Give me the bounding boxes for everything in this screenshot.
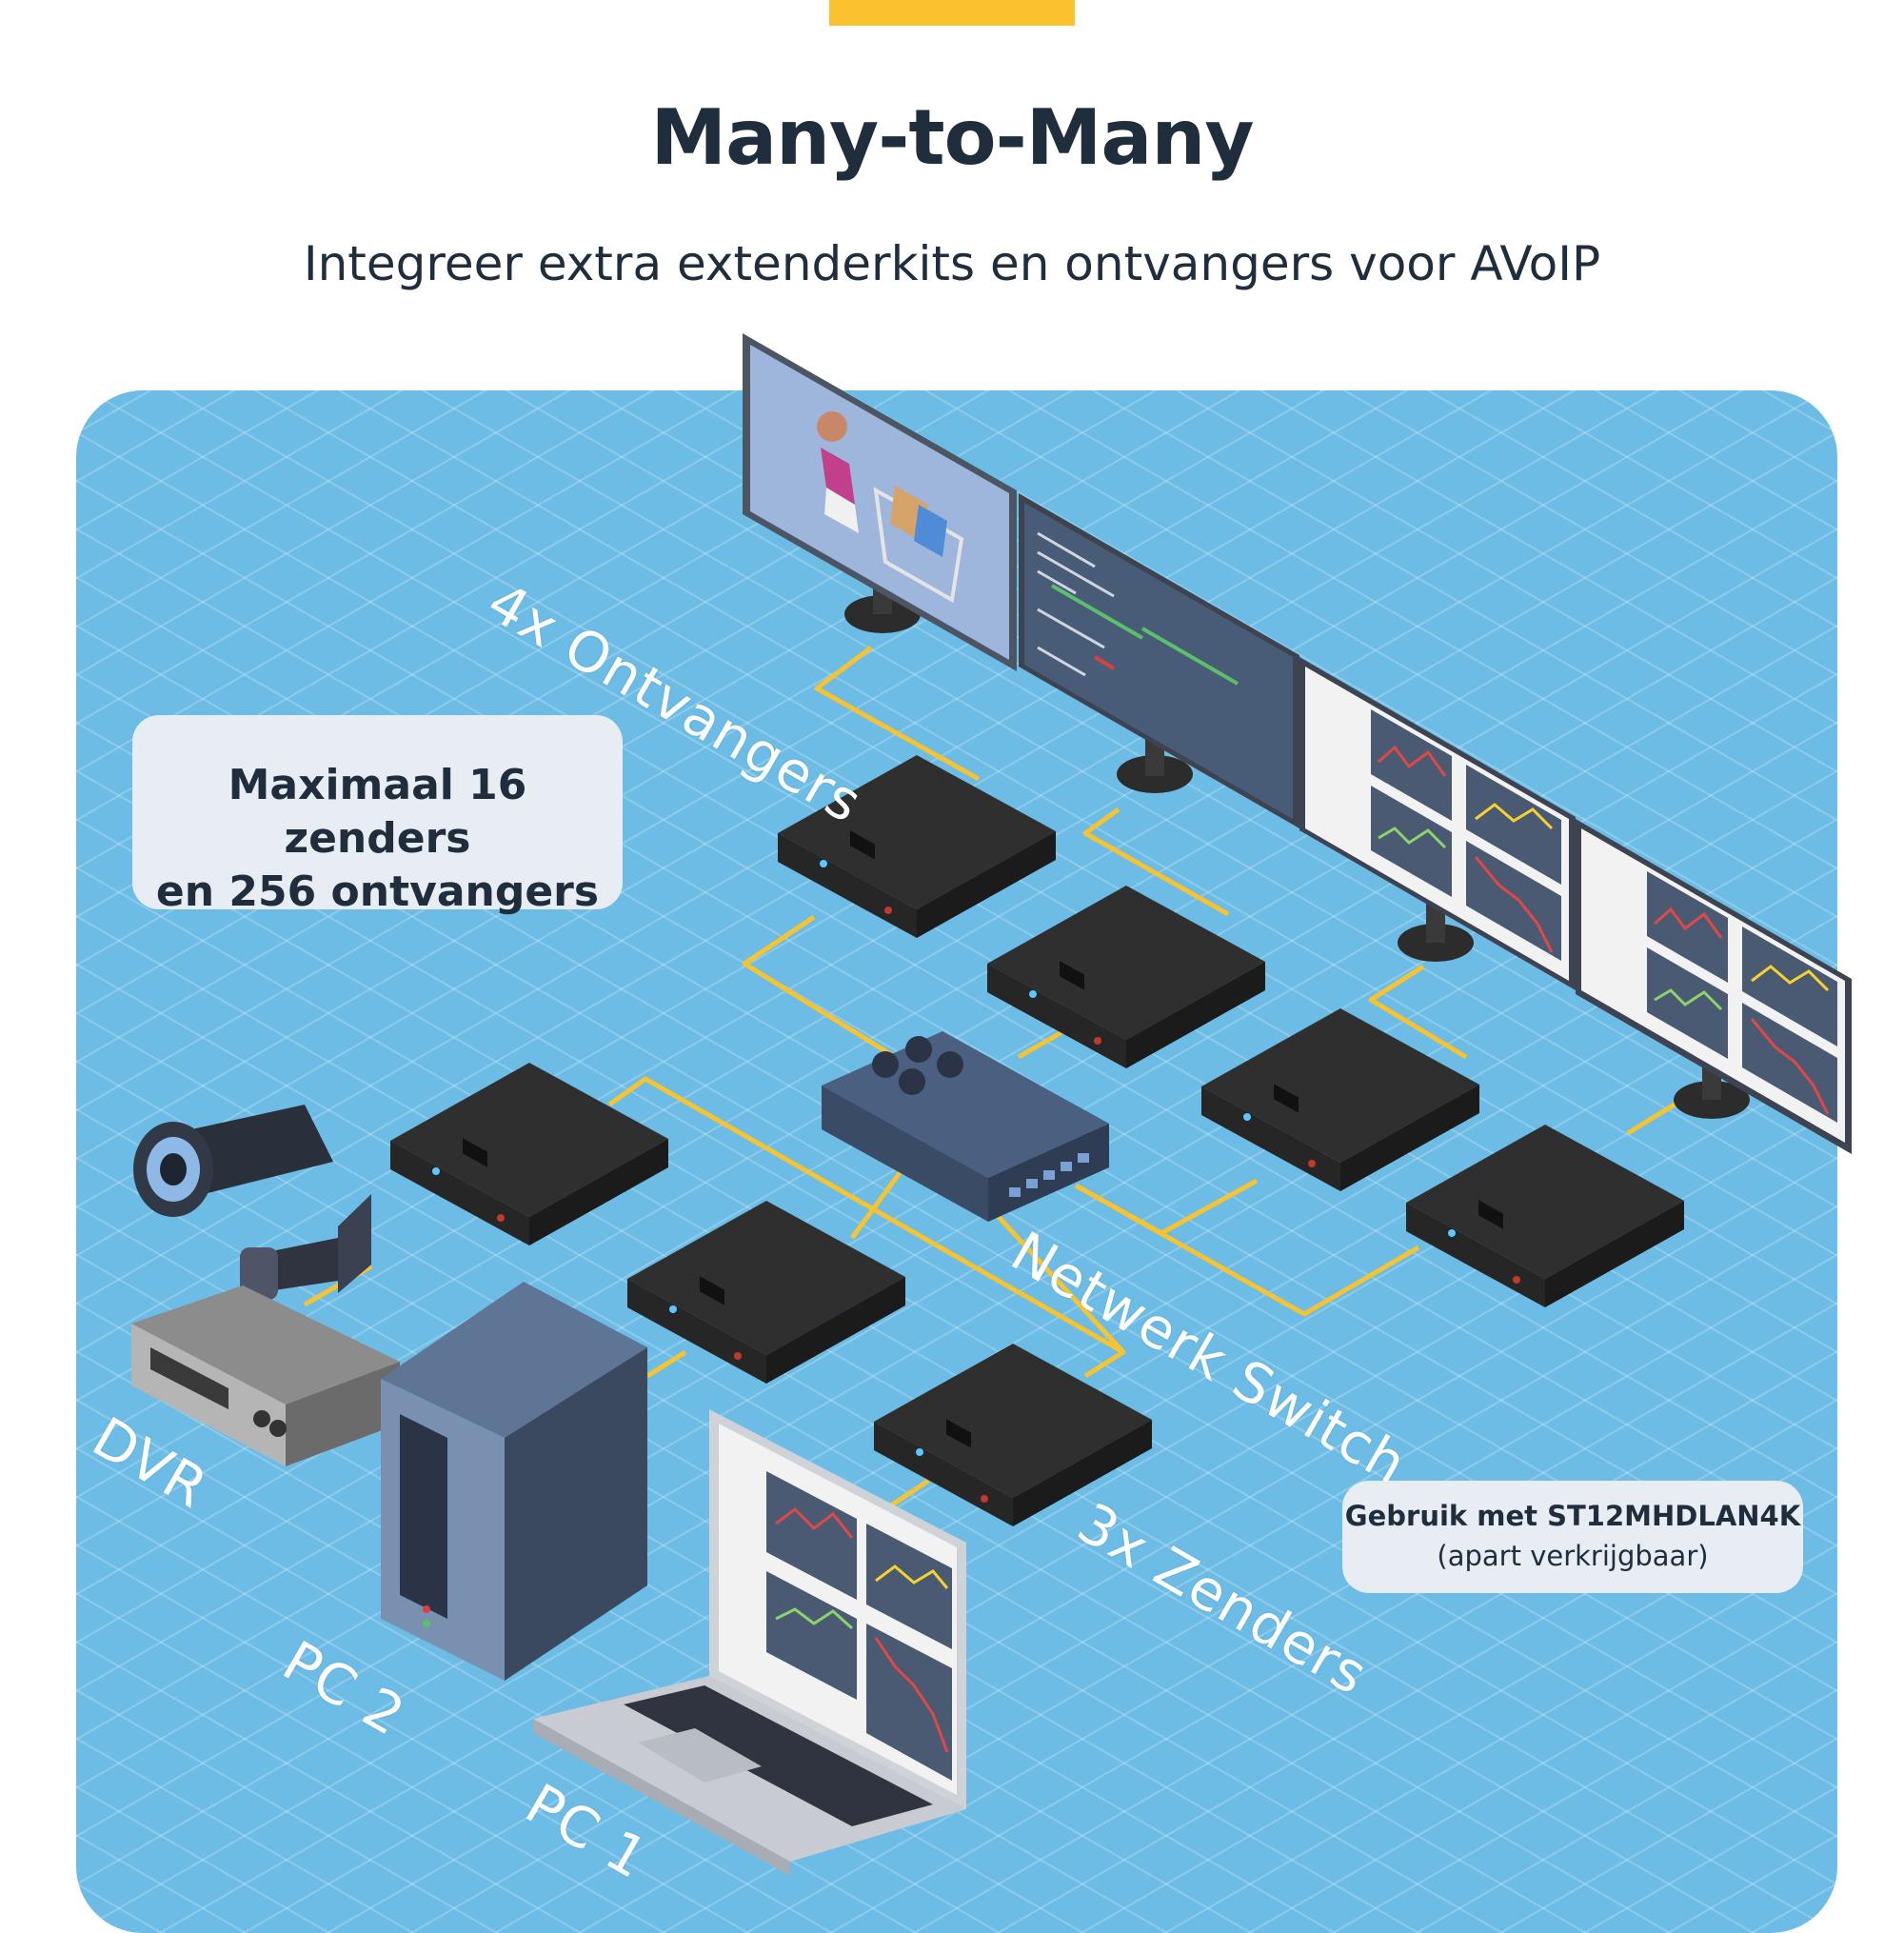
network-switch bbox=[822, 1031, 1109, 1222]
accent-bar bbox=[829, 0, 1075, 26]
cable-receiver-1-monitor-1 bbox=[814, 646, 981, 782]
gebruik-callout-line2: (apart verkrijgbaar) bbox=[1437, 1540, 1709, 1572]
monitor-2 bbox=[1019, 493, 1299, 828]
transmitter-2 bbox=[627, 1201, 905, 1384]
receiver-4 bbox=[1406, 1125, 1684, 1307]
cable-receiver-3-monitor-3 bbox=[1368, 964, 1468, 1060]
cable-transmitter-2-pc2 bbox=[645, 1349, 687, 1379]
monitor-1 bbox=[743, 333, 1017, 671]
cable-switch-receiver-1 bbox=[742, 914, 897, 1060]
dvr-device bbox=[131, 1285, 400, 1466]
cable-receiver-2-monitor-2 bbox=[1082, 807, 1230, 917]
max-callout-line1: Maximaal 16 zenders bbox=[228, 761, 527, 863]
cable-transmitter-1-switch bbox=[607, 1076, 1126, 1379]
page-title: Many-to-Many bbox=[650, 93, 1255, 182]
monitor-4 bbox=[1576, 819, 1852, 1154]
monitor-3 bbox=[1299, 657, 1576, 990]
page-subtitle: Integreer extra extenderkits en ontvange… bbox=[303, 236, 1601, 291]
receiver-3 bbox=[1201, 1008, 1479, 1191]
cable-switch-receiver-4 bbox=[1074, 1183, 1420, 1317]
cable-transmitter-2-switch bbox=[849, 1165, 907, 1240]
max-capacity-callout: Maximaal 16 zenders en 256 ontvangers bbox=[132, 715, 623, 916]
gebruik-callout-line1: Gebruik met ST12MHDLAN4K bbox=[1344, 1500, 1801, 1532]
cable-switch-receiver-3 bbox=[1074, 1178, 1259, 1236]
pc2-tower bbox=[381, 1282, 647, 1681]
pc1-laptop bbox=[533, 1409, 966, 1876]
security-camera bbox=[133, 1105, 371, 1300]
compatibility-callout: Gebruik met ST12MHDLAN4K (apart verkrijg… bbox=[1342, 1481, 1803, 1593]
max-callout-line2: en 256 ontvangers bbox=[155, 867, 600, 916]
